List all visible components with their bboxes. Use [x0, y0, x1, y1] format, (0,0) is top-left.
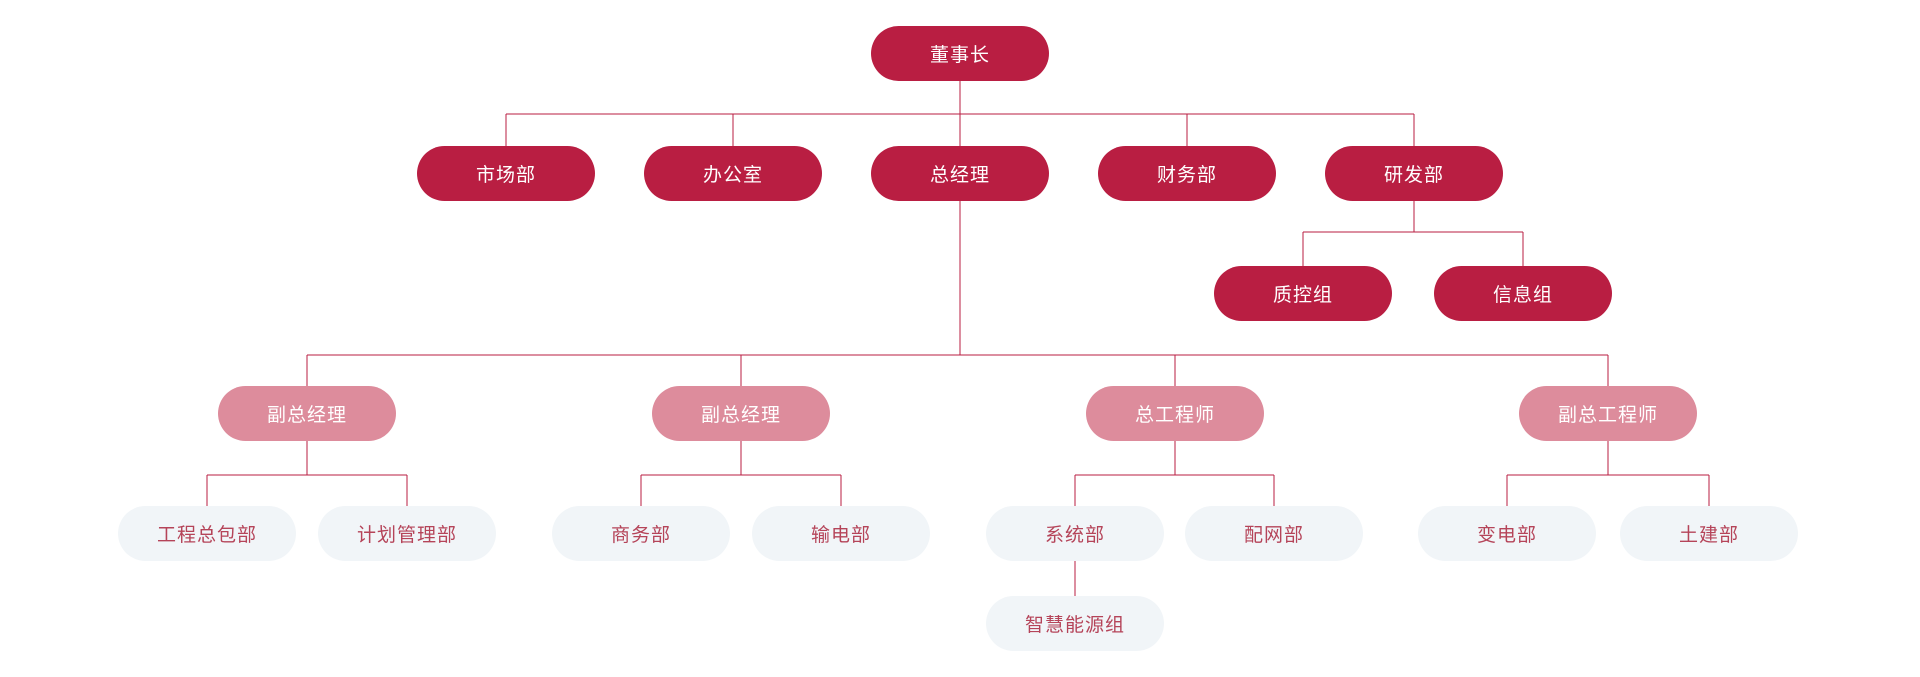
org-node-substation-dept: 变电部: [1418, 506, 1596, 561]
org-node-deputy-chief-engineer: 副总工程师: [1519, 386, 1697, 441]
org-node-marketing-dept: 市场部: [417, 146, 595, 201]
org-node-transmission-dept: 输电部: [752, 506, 930, 561]
org-node-distribution-dept: 配网部: [1185, 506, 1363, 561]
org-node-deputy-gm-1: 副总经理: [218, 386, 396, 441]
connector-deputy-gm2-to-depts: [640, 441, 842, 506]
org-node-rnd-dept: 研发部: [1325, 146, 1503, 201]
org-node-general-manager: 总经理: [871, 146, 1049, 201]
org-node-system-dept: 系统部: [986, 506, 1164, 561]
connector-deputy-chief-eng-to-depts: [1506, 441, 1710, 506]
org-node-chairman: 董事长: [871, 26, 1049, 81]
org-node-finance-dept: 财务部: [1098, 146, 1276, 201]
org-node-info-group: 信息组: [1434, 266, 1612, 321]
connector-chairman-to-level2: [505, 81, 1415, 146]
connector-chief-eng-to-depts: [1074, 441, 1275, 506]
connector-deputy-gm1-to-depts: [206, 441, 408, 506]
org-node-deputy-gm-2: 副总经理: [652, 386, 830, 441]
org-node-smart-energy-group: 智慧能源组: [986, 596, 1164, 651]
org-node-epc-dept: 工程总包部: [118, 506, 296, 561]
org-node-civil-dept: 土建部: [1620, 506, 1798, 561]
org-node-planning-dept: 计划管理部: [318, 506, 496, 561]
org-node-qc-group: 质控组: [1214, 266, 1392, 321]
org-node-commerce-dept: 商务部: [552, 506, 730, 561]
org-node-chief-engineer: 总工程师: [1086, 386, 1264, 441]
connector-gm-to-level3: [306, 201, 1609, 386]
org-node-office: 办公室: [644, 146, 822, 201]
connector-rnd-to-groups: [1302, 201, 1524, 266]
